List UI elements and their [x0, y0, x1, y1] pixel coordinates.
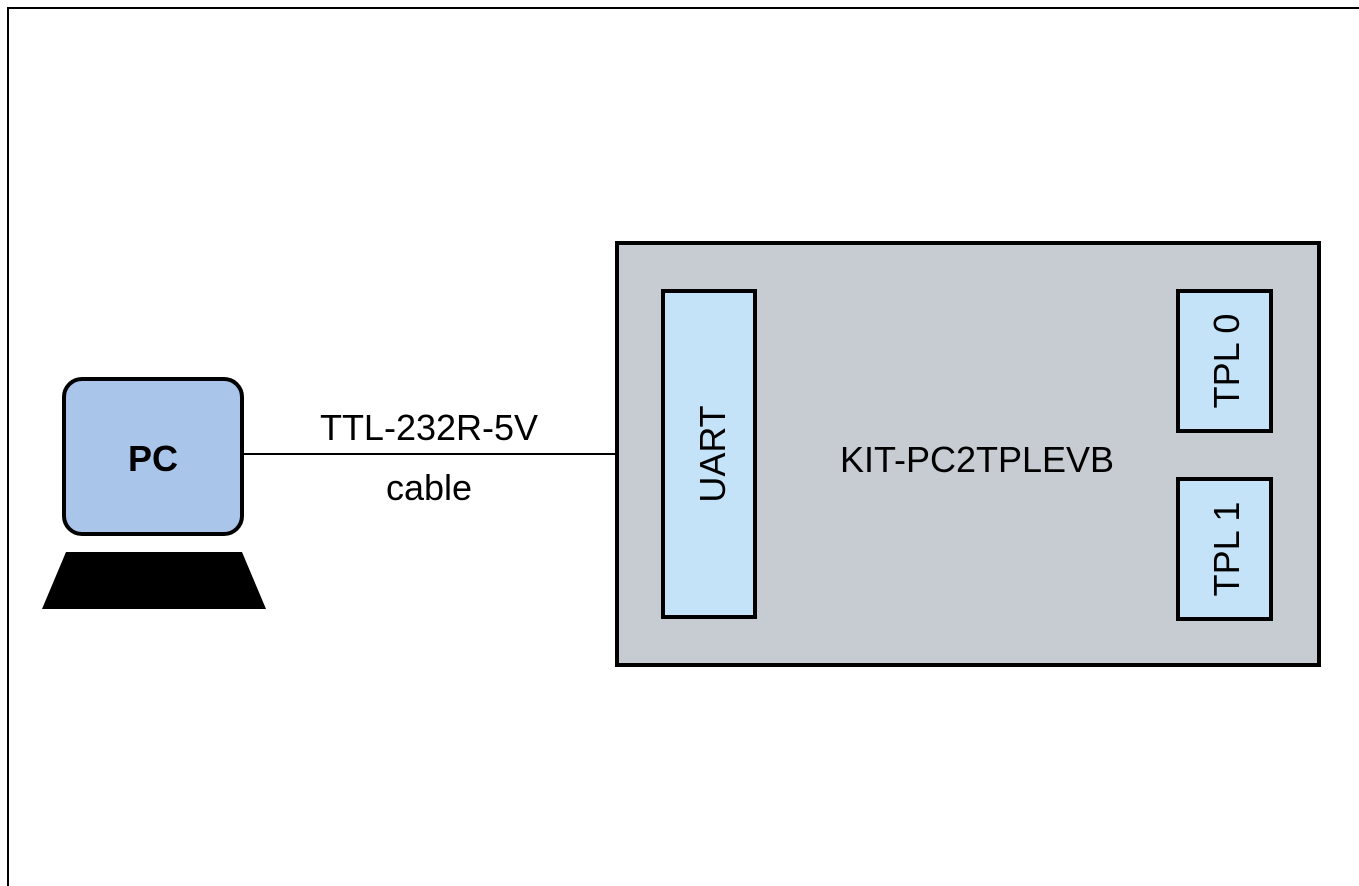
uart-label: UART: [692, 405, 733, 502]
pc-keyboard: [42, 552, 266, 609]
pc-label: PC: [128, 438, 178, 479]
tpl1-label: TPL 1: [1206, 502, 1247, 597]
tpl0-connector: [1176, 289, 1273, 433]
pc-monitor: [62, 377, 244, 536]
uart-connector: [661, 289, 757, 619]
tpl1-connector: [1176, 477, 1273, 621]
cable-label-line1: TTL-232R-5V: [320, 407, 538, 448]
outer-frame: [7, 7, 1359, 886]
board-name-label: KIT-PC2TPLEVB: [840, 439, 1114, 480]
tpl0-label: TPL 0: [1206, 314, 1247, 409]
cable-label-line2: cable: [386, 467, 472, 508]
